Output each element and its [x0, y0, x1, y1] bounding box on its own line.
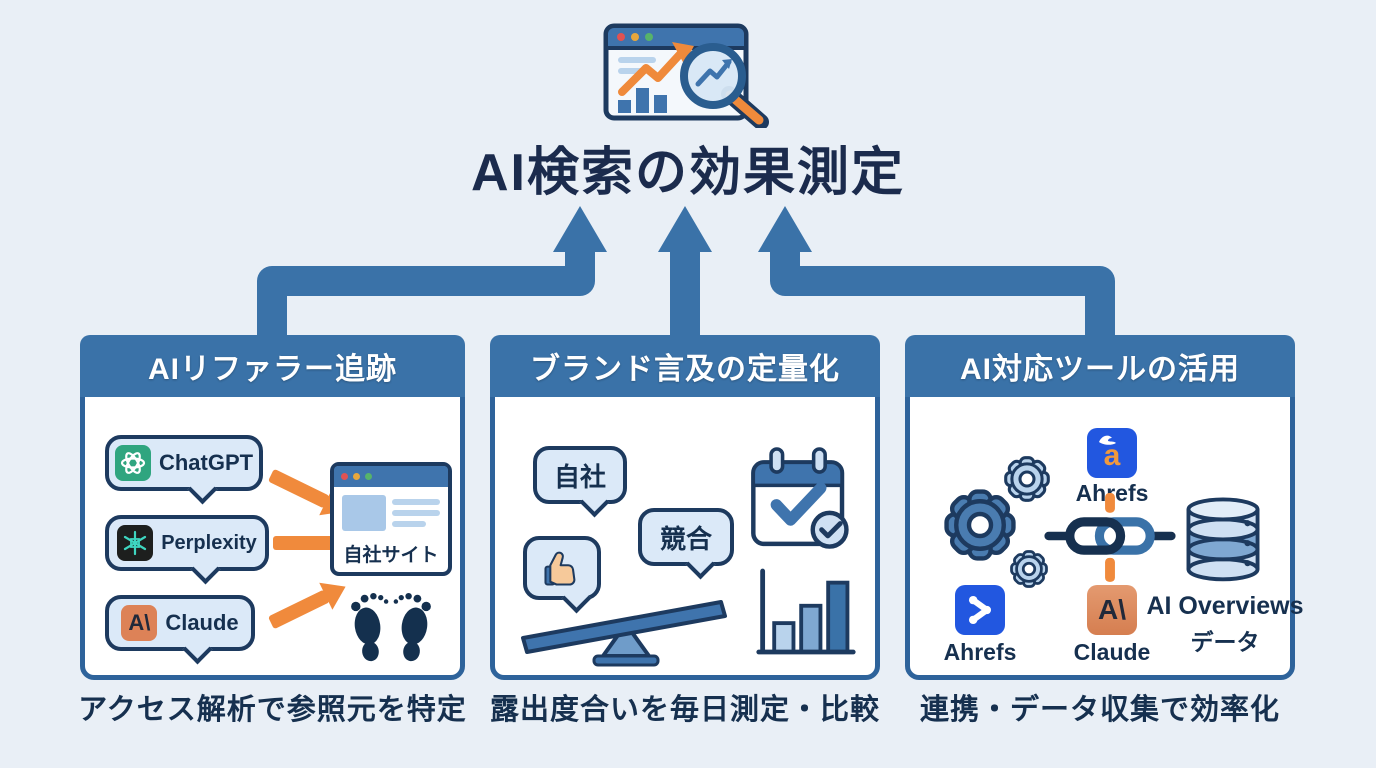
panel-3-caption: 連携・データ収集で効率化: [919, 694, 1280, 726]
panel-ai-referrer-tracking: AIリファラー追跡 ChatGPT Pe: [80, 335, 465, 680]
right-foot: [393, 592, 431, 662]
own-site-window: 自社サイト: [330, 462, 452, 576]
panel-1-header: AIリファラー追跡: [80, 335, 465, 397]
own-company-bubble: 自社: [533, 446, 627, 504]
referrer-arrow-2: [273, 528, 356, 558]
thumbs-up-icon: [544, 551, 576, 586]
database-icon: [1186, 497, 1260, 582]
chatgpt-bubble: ChatGPT: [105, 435, 263, 491]
competitor-label: 競合: [659, 523, 712, 554]
ai-overviews-data-label: AI Overviews データ: [1135, 592, 1315, 657]
panel-brand-mention-quantification: ブランド言及の定量化 自社 競合: [490, 335, 880, 680]
arrow-left-shaft: [257, 251, 595, 345]
calendar-check-icon: [751, 447, 849, 549]
arrow-left-head: [553, 206, 607, 252]
own-site-window-header: [334, 466, 448, 487]
referrer-arrow-1: [267, 468, 330, 509]
page-title: AI検索の効果測定: [470, 144, 905, 202]
perplexity-icon: [117, 525, 154, 561]
claude-tool-icon: A\: [1087, 585, 1137, 635]
ahrefs-share-icon: [955, 585, 1005, 635]
bird-mark: [1099, 435, 1116, 445]
competitor-bubble: 競合: [638, 508, 734, 566]
ahrefs-a-glyph: a: [1103, 439, 1121, 472]
left-foot: [351, 592, 389, 662]
perplexity-bubble: Perplexity: [105, 515, 269, 571]
own-company-label: 自社: [553, 461, 606, 492]
window-dot-yellow: [353, 473, 360, 480]
magnifier-icon: [680, 43, 769, 128]
gear-small-icon: [1010, 550, 1048, 588]
panel-2-caption: 露出度合いを毎日測定・比較: [489, 694, 880, 726]
db-label-line1: AI Overviews: [1146, 592, 1304, 620]
panel-ai-tools-utilization: AI対応ツールの活用: [905, 335, 1304, 680]
gear-large-icon: [944, 489, 1016, 561]
panel-2-header: ブランド言及の定量化: [490, 335, 880, 397]
seesaw-balance-icon: [521, 600, 727, 667]
trend-arrow-icon: [618, 42, 694, 96]
bar-chart-icon: [618, 88, 667, 113]
panel-1-caption: アクセス解析で参照元を特定: [78, 694, 467, 726]
window-dot-green: [365, 473, 372, 480]
claude-tool-label: Claude: [1073, 639, 1151, 665]
arrow-middle-head: [658, 206, 712, 252]
analytics-magnifier-icon: [603, 23, 769, 128]
site-image-placeholder: [342, 495, 386, 531]
claude-tool-glyph: A\: [1098, 594, 1126, 625]
panel-3-header: AI対応ツールの活用: [905, 335, 1295, 397]
window-dot-red: [341, 473, 348, 480]
site-text-line: [392, 510, 440, 516]
arrow-right-head: [758, 206, 812, 252]
referrer-arrow-3: [267, 589, 330, 630]
site-text-line: [392, 521, 426, 527]
site-text-line: [392, 499, 440, 505]
chain-link-icon: [1044, 492, 1176, 582]
growth-bar-chart-icon: [756, 568, 856, 655]
footprints-icon: [351, 592, 431, 662]
claude-label: Claude: [165, 610, 239, 635]
perplexity-label: Perplexity: [161, 531, 257, 554]
ahrefs-a-icon: a: [1087, 428, 1137, 478]
chatgpt-icon: [114, 445, 151, 481]
chatgpt-label: ChatGPT: [158, 450, 254, 475]
claude-bubble: A\ Claude: [105, 595, 255, 651]
gear-medium-icon: [1004, 456, 1050, 502]
own-site-label: 自社サイト: [343, 545, 439, 566]
claude-icon: A\: [121, 605, 158, 641]
arrow-right-shaft: [770, 251, 1115, 345]
ahrefs-share-label: Ahrefs: [943, 639, 1017, 665]
browser-header: [604, 24, 748, 50]
db-label-line2: データ: [1190, 629, 1260, 655]
check-badge: [810, 510, 849, 549]
thumbs-up-bubble: [523, 536, 601, 600]
claude-glyph: A\: [128, 610, 151, 635]
